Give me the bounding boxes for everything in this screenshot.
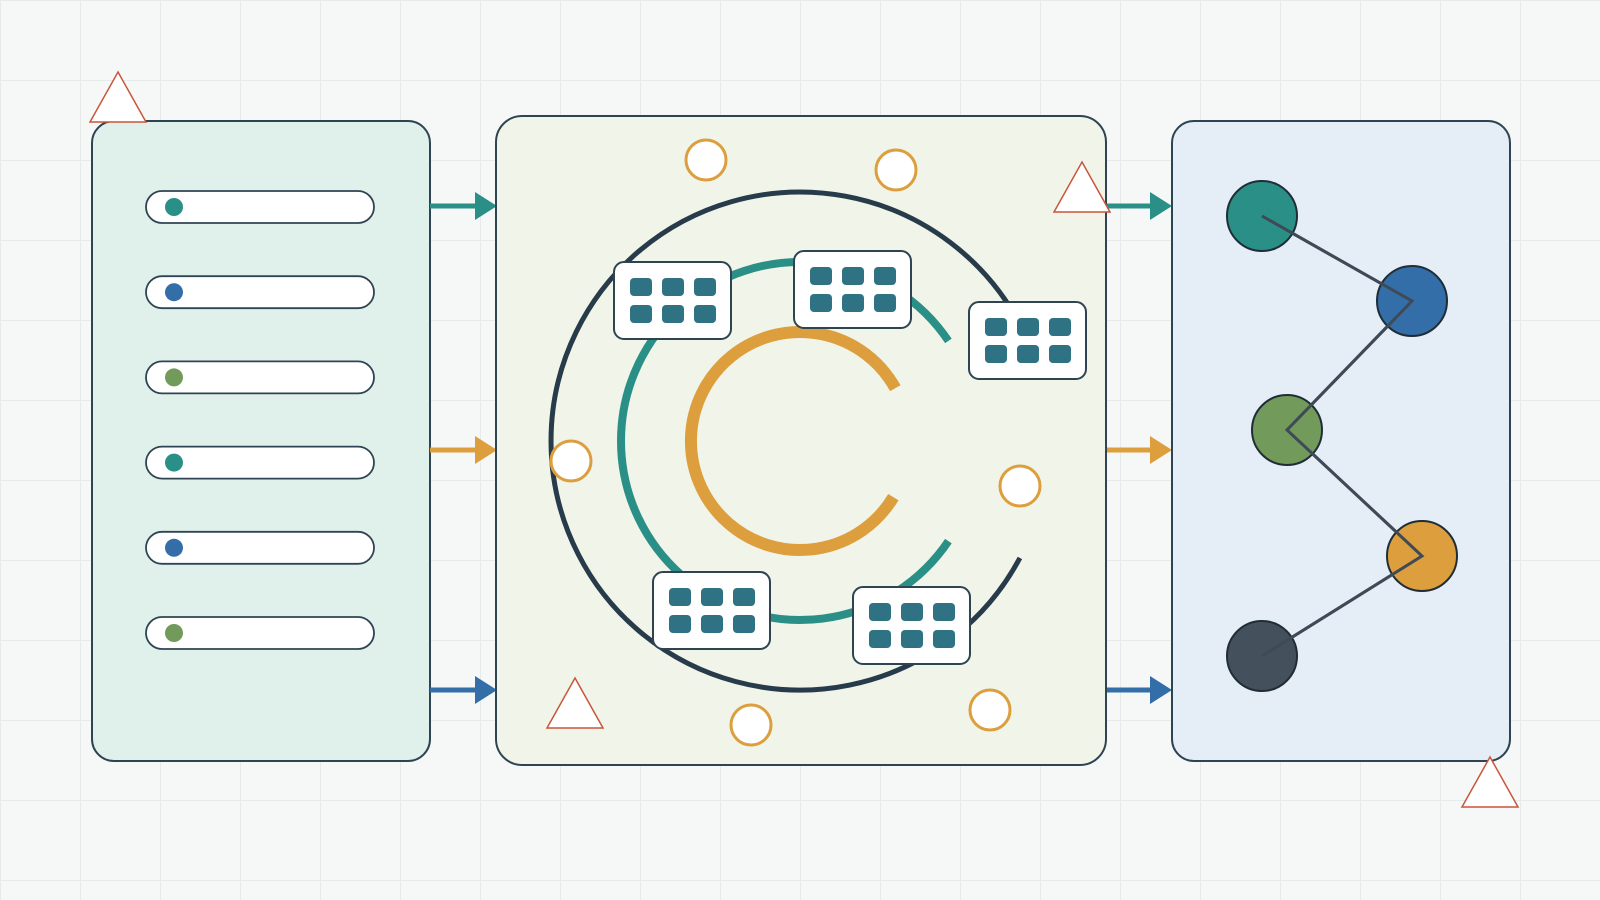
list-row-dot	[165, 624, 183, 642]
module-cell	[985, 345, 1007, 363]
module-cell	[733, 615, 755, 633]
module-cell	[662, 278, 684, 296]
list-row-bar	[145, 275, 375, 310]
list-row-dot	[165, 368, 183, 387]
module-cell	[874, 267, 896, 285]
list-row-dot	[165, 283, 183, 302]
ring-markers	[549, 138, 1042, 747]
list-row-dot	[165, 538, 183, 557]
module-cell	[1049, 345, 1071, 363]
list-row-bar	[145, 616, 375, 650]
marker-circle	[998, 464, 1042, 508]
list-row	[145, 190, 375, 224]
module-card	[652, 571, 771, 650]
inner-ring	[684, 326, 901, 556]
left-panel-rows	[145, 190, 375, 650]
center-panel-background	[495, 115, 1107, 766]
connector-arrow	[1106, 676, 1172, 704]
module-cell	[810, 294, 832, 312]
module-cards	[613, 250, 1087, 665]
list-row-bar	[145, 530, 375, 565]
warning-triangle-icon	[88, 70, 148, 123]
chain-line-overlay	[1261, 214, 1425, 658]
marker-circle	[874, 148, 918, 192]
list-row	[145, 360, 375, 395]
list-row-bar	[145, 445, 375, 480]
list-row-dot	[165, 198, 183, 216]
module-cell	[630, 278, 652, 296]
right-panel	[1171, 120, 1511, 762]
module-card	[613, 261, 732, 340]
list-row	[145, 275, 375, 310]
connector-arrow	[1106, 192, 1172, 220]
module-cell	[810, 267, 832, 285]
module-cell	[701, 588, 723, 606]
marker-circle	[968, 688, 1012, 732]
center-panel	[495, 115, 1107, 766]
arrow-head-icon	[475, 676, 497, 704]
module-cell	[869, 630, 891, 648]
module-cell	[701, 615, 723, 633]
arrow-head-icon	[1150, 676, 1172, 704]
module-cell	[669, 615, 691, 633]
module-cell	[1017, 318, 1039, 336]
connector-arrow	[430, 192, 497, 220]
list-row	[145, 445, 375, 480]
module-card-frame	[852, 586, 971, 665]
list-row-bar	[145, 360, 375, 395]
marker-circle	[729, 703, 773, 747]
module-card	[793, 250, 912, 329]
module-cell	[901, 603, 923, 621]
arrow-head-icon	[1150, 436, 1172, 464]
module-cell	[901, 630, 923, 648]
module-cell	[694, 278, 716, 296]
module-cell	[662, 305, 684, 323]
module-cell	[874, 294, 896, 312]
module-cell	[933, 603, 955, 621]
module-card-frame	[652, 571, 771, 650]
module-card	[968, 301, 1087, 380]
module-cell	[669, 588, 691, 606]
module-cell	[933, 630, 955, 648]
connector-arrow	[430, 436, 497, 464]
connector-arrows	[430, 192, 1172, 704]
module-card-frame	[613, 261, 732, 340]
list-row-dot	[165, 453, 183, 472]
left-panel	[91, 120, 431, 762]
warning-triangle-icon	[1052, 160, 1112, 213]
module-cell	[733, 588, 755, 606]
module-card-frame	[968, 301, 1087, 380]
arrow-head-icon	[475, 192, 497, 220]
module-cell	[1049, 318, 1071, 336]
module-card-frame	[793, 250, 912, 329]
module-cell	[842, 294, 864, 312]
right-panel-background	[1171, 120, 1511, 762]
list-row-bar	[145, 190, 375, 224]
marker-circle	[684, 138, 728, 182]
module-cell	[985, 318, 1007, 336]
arrow-head-icon	[1150, 192, 1172, 220]
warning-triangle-icon	[1460, 755, 1520, 808]
connector-arrow	[430, 676, 497, 704]
marker-circle	[549, 439, 593, 483]
node-chain	[1226, 180, 1458, 692]
arrow-head-icon	[475, 436, 497, 464]
module-cell	[630, 305, 652, 323]
module-cell	[694, 305, 716, 323]
module-cell	[869, 603, 891, 621]
list-row	[145, 616, 375, 650]
list-row	[145, 530, 375, 565]
connector-arrow	[1106, 436, 1172, 464]
module-card	[852, 586, 971, 665]
module-cell	[1017, 345, 1039, 363]
warning-triangles	[88, 70, 1520, 808]
warning-triangle-icon	[545, 676, 605, 729]
outer-ring	[548, 189, 1023, 693]
module-cell	[842, 267, 864, 285]
